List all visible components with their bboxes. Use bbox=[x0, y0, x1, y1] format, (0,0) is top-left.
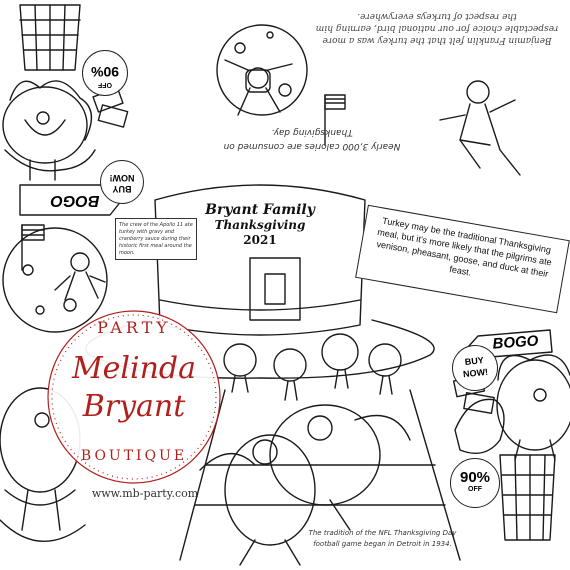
franklin-fact-label: Benjamin Franklin felt that the turkey w… bbox=[315, 11, 559, 45]
apollo-note-label: The crew of the Apollo 11 ate turkey wit… bbox=[119, 222, 193, 256]
brand-bottom-arc: BOUTIQUE bbox=[80, 448, 188, 464]
turkey-right-drawing bbox=[496, 354, 570, 461]
turkey-top-left-drawing bbox=[2, 80, 96, 181]
discount-bottom-sub: OFF bbox=[468, 486, 482, 493]
discount-bottom-value: 90% bbox=[459, 469, 491, 486]
bogo-left-label: BOGO bbox=[50, 192, 100, 209]
small-turkeys-row-drawing bbox=[223, 333, 402, 401]
brand-seal bbox=[47, 310, 221, 484]
brand-name-line1: Melinda bbox=[71, 351, 197, 386]
brand-website: www.mb-party.com bbox=[91, 487, 199, 500]
hat-title-line2: Thanksgiving bbox=[214, 218, 306, 232]
astronaut-moon-left-drawing bbox=[2, 227, 108, 333]
calorie-note-text: Nearly 3,000 calories are consumed on Th… bbox=[212, 125, 412, 153]
astronaut-moon-top-drawing bbox=[216, 24, 308, 116]
flag-left-drawing bbox=[21, 224, 45, 271]
discount-top-value: 90% bbox=[90, 64, 120, 80]
buy-now-badge-left: BUY NOW! bbox=[100, 160, 144, 204]
franklin-fact-text: Benjamin Franklin felt that the turkey w… bbox=[312, 10, 562, 46]
hat-title-line1: Bryant Family bbox=[205, 202, 315, 218]
scaffold-top-left-drawing bbox=[19, 4, 81, 71]
discount-top-sub: OFF bbox=[98, 81, 112, 88]
brand-watermark: PARTY Melinda Bryant BOUTIQUE bbox=[45, 308, 223, 486]
nfl-note-text: The tradition of the NFL Thanksgiving Da… bbox=[295, 528, 470, 550]
flag-top-drawing bbox=[324, 94, 346, 146]
nfl-note-label: The tradition of the NFL Thanksgiving Da… bbox=[308, 529, 457, 548]
hat-title: Bryant Family Thanksgiving 2021 bbox=[200, 202, 320, 248]
discount-badge-top: OFF 90% bbox=[82, 50, 128, 96]
discount-badge-bottom: 90% OFF bbox=[450, 458, 500, 508]
apollo-note-box: The crew of the Apollo 11 ate turkey wit… bbox=[115, 218, 197, 260]
buy-now-right-label: BUY NOW! bbox=[462, 355, 489, 380]
bogo-right-label: BOGO bbox=[492, 332, 539, 353]
arrow-sign-left-drawing bbox=[19, 184, 123, 216]
football-player-top-right-drawing bbox=[439, 80, 521, 176]
calorie-note-label: Nearly 3,000 calories are consumed on Th… bbox=[223, 127, 401, 151]
brand-top-arc: PARTY bbox=[97, 318, 171, 337]
hat-title-year: 2021 bbox=[243, 233, 277, 247]
buy-now-left-label: BUY NOW! bbox=[109, 173, 135, 194]
scaffold-right-drawing bbox=[499, 454, 556, 541]
brand-name-line2: Bryant bbox=[82, 389, 186, 424]
